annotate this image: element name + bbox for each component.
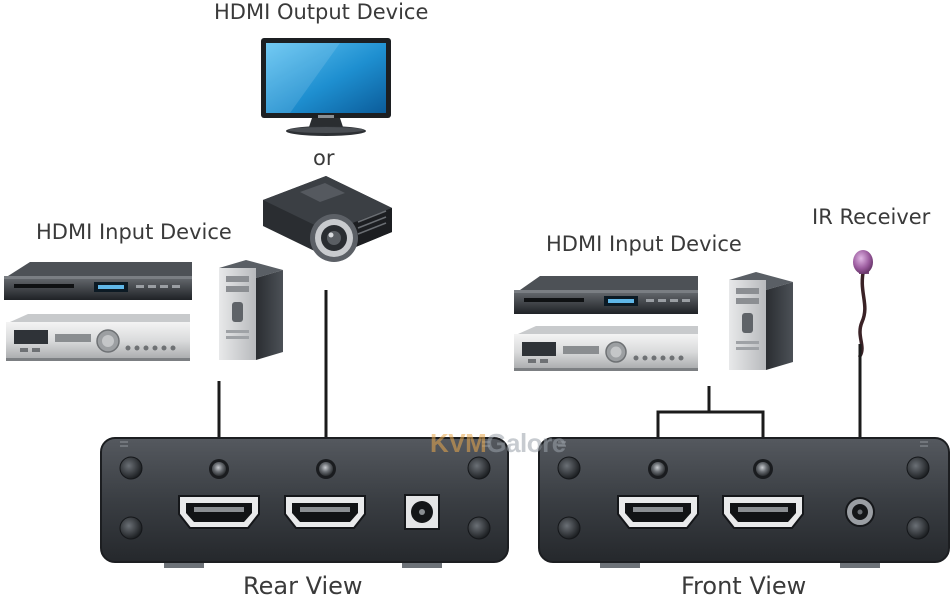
input-device-label-left: HDMI Input Device — [36, 220, 232, 244]
hdmi-port-icon — [722, 495, 804, 529]
rear-view-label: Rear View — [243, 572, 363, 600]
hdmi-port-icon — [617, 495, 699, 529]
av-receiver-icon — [514, 326, 698, 371]
hdmi-port-icon — [284, 495, 366, 529]
dvd-player-icon — [514, 276, 698, 314]
ir-jack-icon — [845, 497, 875, 527]
pc-tower-icon — [729, 272, 793, 370]
front-view-label: Front View — [681, 572, 807, 600]
rear-view-device — [100, 437, 509, 568]
dc-power-jack-icon — [404, 494, 440, 530]
watermark-part2: Galore — [486, 428, 566, 458]
monitor-icon — [261, 38, 391, 136]
av-receiver-icon — [6, 314, 190, 361]
ir-led-icon — [753, 459, 773, 479]
ir-led-icon — [209, 459, 229, 479]
output-device-label: HDMI Output Device — [214, 0, 429, 24]
input-device-label-right: HDMI Input Device — [546, 232, 742, 256]
ir-receiver-label: IR Receiver — [812, 205, 931, 229]
hdmi-port-icon — [178, 495, 260, 529]
screw — [119, 456, 491, 540]
front-view-device — [538, 437, 950, 568]
watermark: KVMGalore — [430, 428, 566, 459]
pc-tower-icon — [219, 260, 283, 360]
dvd-player-icon — [4, 262, 192, 300]
ir-receiver-icon — [853, 250, 873, 358]
watermark-part1: KVM — [430, 428, 487, 458]
projector-icon — [263, 176, 392, 262]
ir-led-icon — [316, 459, 336, 479]
ir-led-icon — [648, 459, 668, 479]
screw — [557, 456, 930, 540]
or-label: or — [313, 146, 335, 170]
